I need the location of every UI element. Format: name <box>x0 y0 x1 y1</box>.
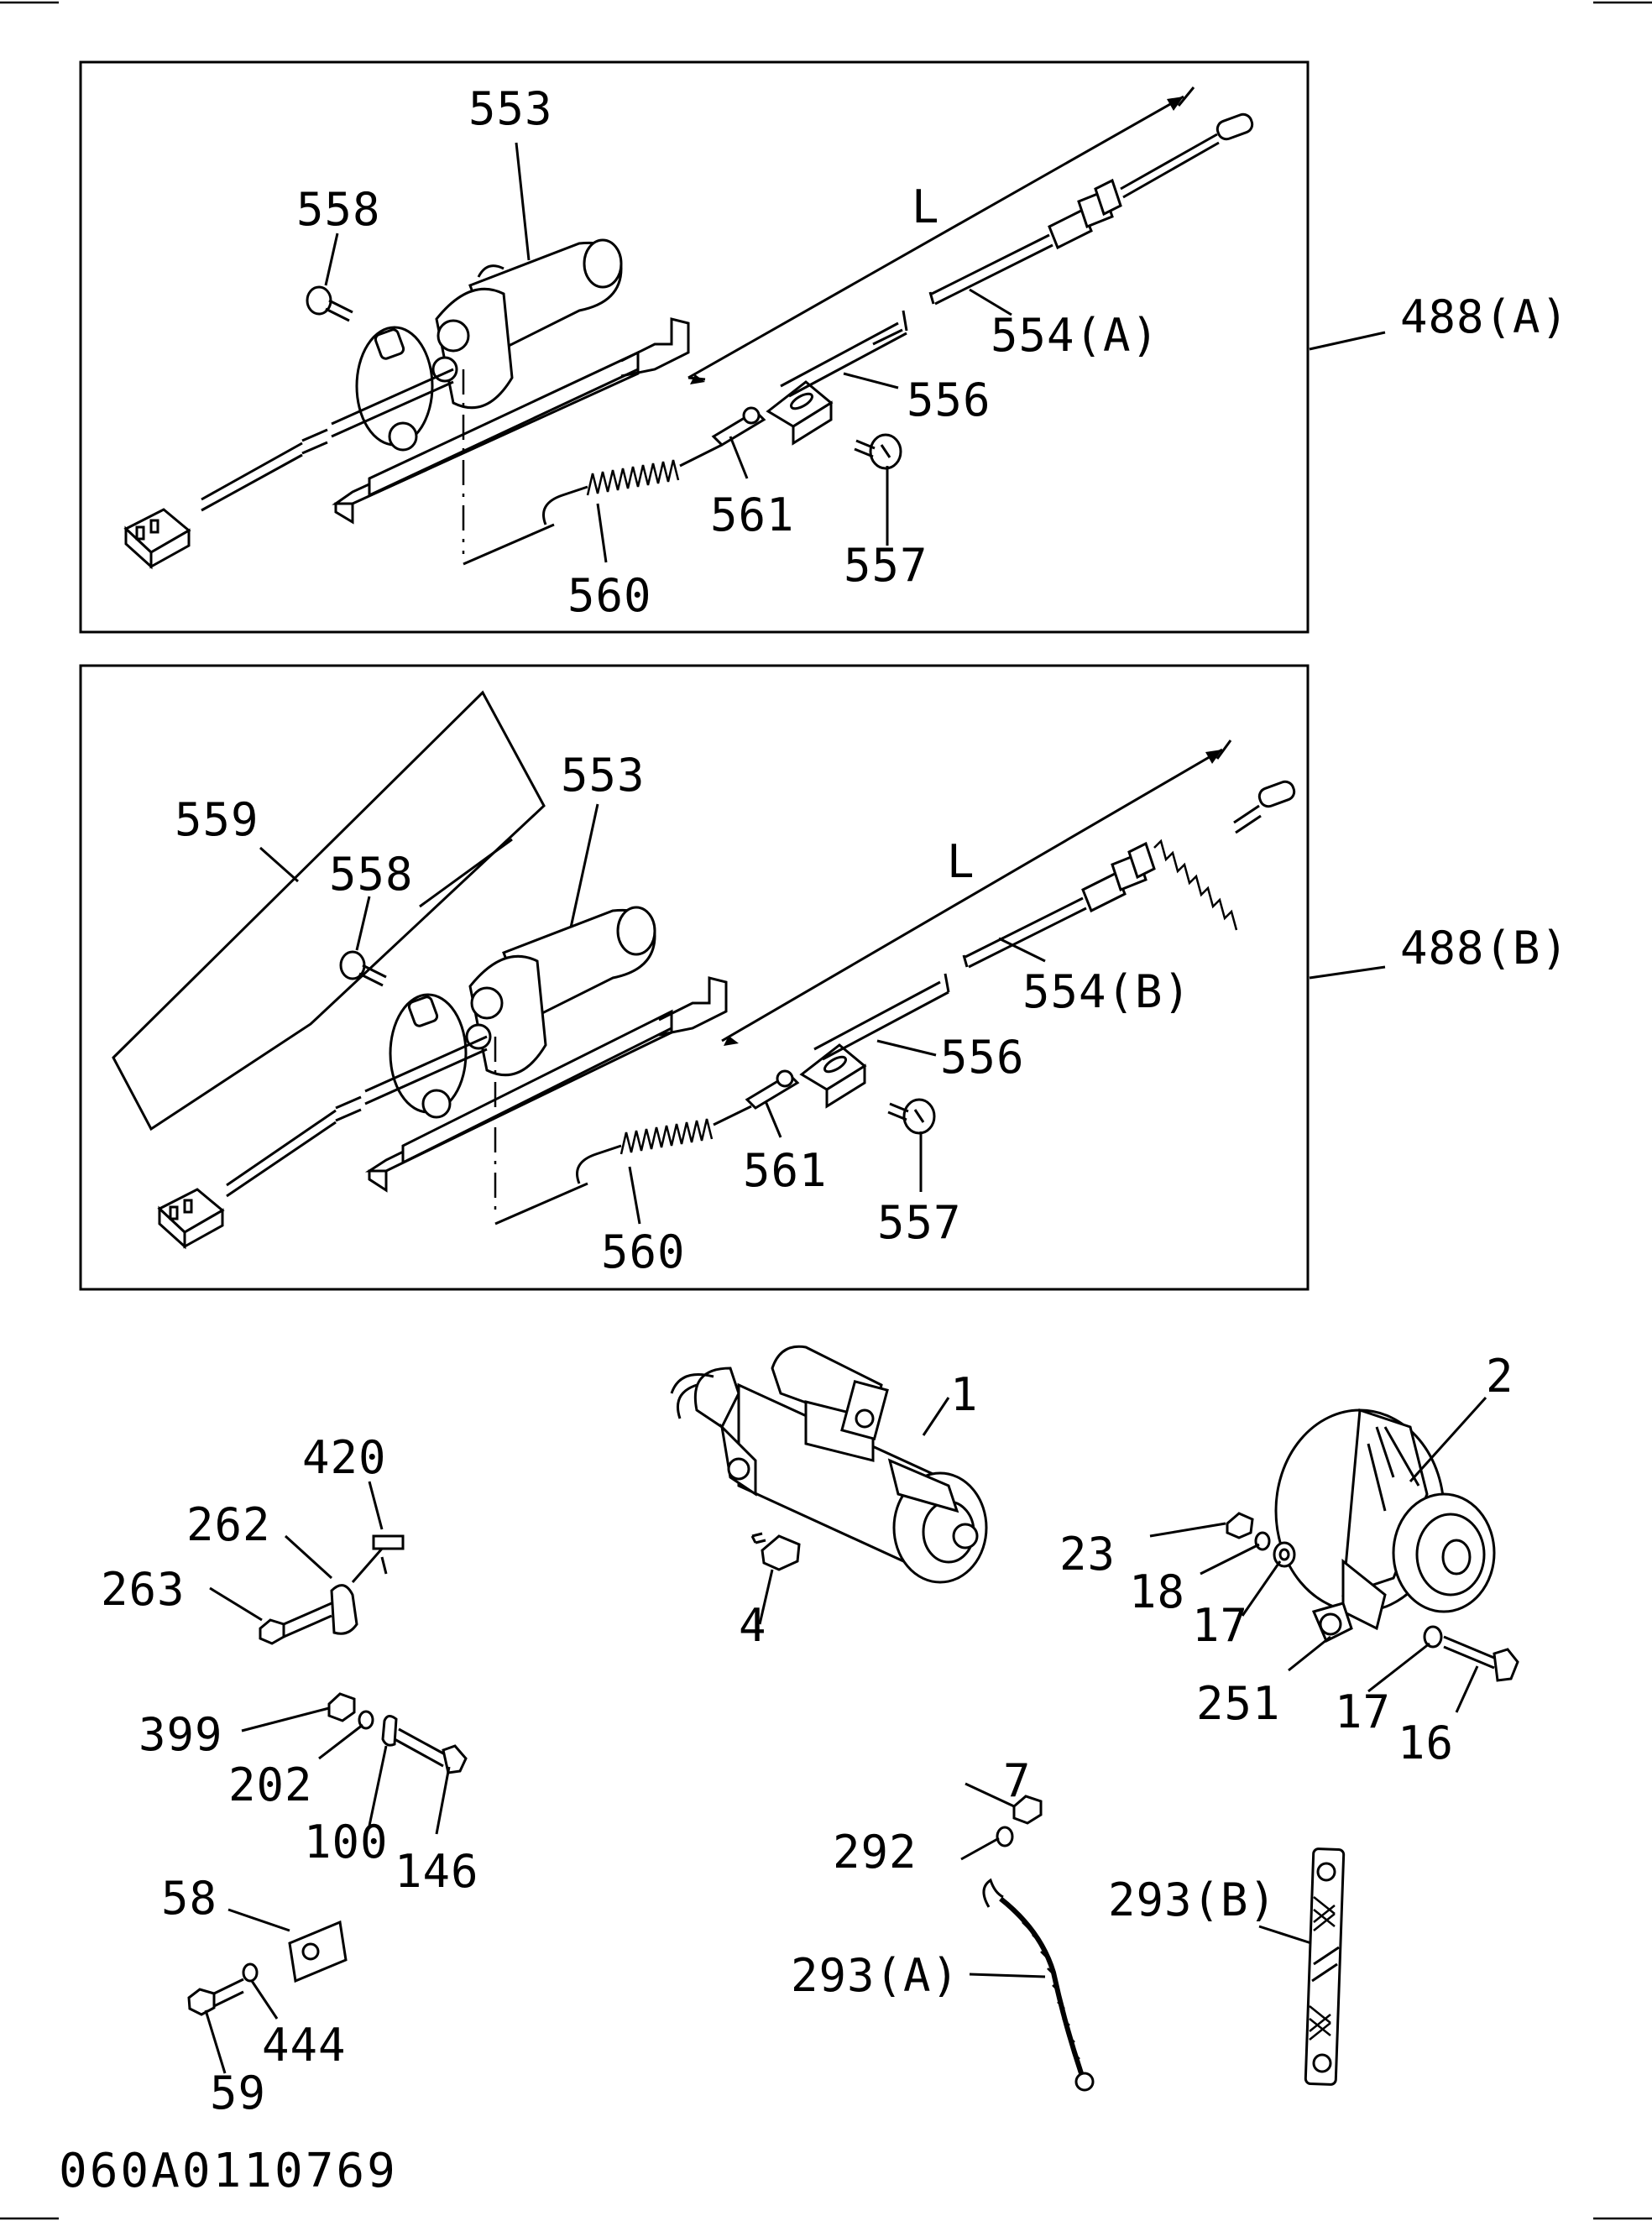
nut-399 <box>327 1692 356 1722</box>
callout-251: 251 <box>1196 1677 1281 1730</box>
callout-557: 557 <box>844 539 928 592</box>
callout-202: 202 <box>228 1759 313 1811</box>
assembly-488-a: 553 558 L 554(A) 488(A) 556 561 557 560 <box>79 60 1569 634</box>
spring-560-a <box>542 443 723 525</box>
plate-group-58 <box>187 1920 348 2016</box>
harness-a <box>123 368 454 570</box>
leaders-loose <box>204 1396 1487 2074</box>
callout-553-b: 553 <box>561 749 646 802</box>
spring-560-b <box>576 1105 752 1184</box>
callout-559: 559 <box>175 793 259 846</box>
washer-18 <box>1254 1531 1271 1551</box>
callout-488-a: 488(A) <box>1400 290 1569 343</box>
bolt-146 <box>394 1727 468 1774</box>
cable-554-b <box>721 739 1296 1061</box>
callout-23: 23 <box>1059 1528 1116 1581</box>
nut-23 <box>1226 1512 1254 1539</box>
callout-17: 17 <box>1192 1599 1248 1652</box>
callout-420: 420 <box>302 1431 387 1484</box>
washer-17-b <box>1423 1625 1443 1649</box>
drawing-code: 060A0110769 <box>59 2144 398 2198</box>
callout-557-b: 557 <box>877 1196 962 1249</box>
callout-554-b: 554(B) <box>1022 965 1191 1018</box>
washer-292 <box>996 1826 1014 1847</box>
callout-558-b: 558 <box>329 848 414 901</box>
callout-553: 553 <box>468 82 553 135</box>
bolt-4 <box>750 1532 801 1571</box>
callout-560-b: 560 <box>601 1225 686 1278</box>
alternator-2 <box>1274 1408 1496 1644</box>
starter-motor-1 <box>670 1345 988 1584</box>
callout-399: 399 <box>139 1708 223 1761</box>
clamp-262 <box>330 1584 358 1635</box>
leaders-a <box>324 142 1386 563</box>
tab-420 <box>372 1534 405 1550</box>
callout-293-b: 293(B) <box>1108 1873 1277 1926</box>
callout-262: 262 <box>186 1498 271 1551</box>
clip-group-100 <box>327 1692 468 1774</box>
alternator-hardware <box>1226 1512 1519 1682</box>
callout-2: 2 <box>1486 1350 1514 1403</box>
centerline-a <box>462 369 555 566</box>
washer-17 <box>1273 1541 1296 1568</box>
link-parts-b <box>745 1043 936 1135</box>
callout-4: 4 <box>739 1599 767 1652</box>
centerline-b <box>494 1037 588 1225</box>
callout-263: 263 <box>101 1563 186 1616</box>
clip-100 <box>381 1715 398 1747</box>
leaders-b <box>259 803 1386 1225</box>
callout-293-a: 293(A) <box>791 1949 959 2002</box>
ground-cable-293-a <box>982 1795 1095 2092</box>
callout-556-b: 556 <box>940 1031 1025 1084</box>
callout-444: 444 <box>262 2019 347 2072</box>
callout-561: 561 <box>710 489 795 541</box>
nut-7 <box>1012 1795 1043 1825</box>
callout-561-b: 561 <box>743 1144 828 1197</box>
callout-146: 146 <box>395 1845 479 1898</box>
callout-488-b: 488(B) <box>1400 922 1569 975</box>
callout-7: 7 <box>1003 1754 1032 1807</box>
assembly-488-a-frame <box>79 60 1310 634</box>
callout-554-a: 554(A) <box>991 309 1159 362</box>
bolt-558-a <box>306 285 353 322</box>
bolt-263 <box>259 1618 285 1645</box>
callout-560: 560 <box>567 569 652 622</box>
callout-1: 1 <box>950 1368 979 1421</box>
ground-strap-293-b <box>1304 1847 1346 2086</box>
bracket-a <box>332 317 690 525</box>
bracket-b <box>364 976 728 1193</box>
bolt-558-b <box>339 950 387 987</box>
callout-16: 16 <box>1398 1717 1454 1769</box>
assembly-488-b: 559 553 558 L 554(B) 488(B) 556 561 557 … <box>79 664 1569 1291</box>
callout-558: 558 <box>296 183 381 236</box>
callout-556: 556 <box>907 374 991 426</box>
callout-L: L <box>912 180 940 233</box>
cover-559-edge <box>419 838 513 908</box>
callout-292: 292 <box>833 1826 917 1879</box>
callout-59: 59 <box>210 2067 266 2119</box>
callout-100: 100 <box>304 1816 389 1868</box>
clamp-group-262 <box>259 1534 405 1645</box>
cover-559 <box>112 690 546 1131</box>
callout-17-b: 17 <box>1335 1685 1391 1738</box>
bolt-16 <box>1443 1635 1519 1682</box>
motor-553-a <box>355 238 623 452</box>
washer-444 <box>242 1962 259 1983</box>
link-parts-a <box>711 380 902 470</box>
callout-L-b: L <box>947 835 975 888</box>
assembly-488-b-frame <box>79 664 1310 1291</box>
callout-18: 18 <box>1129 1565 1185 1618</box>
washer-202 <box>358 1710 374 1730</box>
cable-554-a <box>687 86 1254 398</box>
callout-58: 58 <box>161 1872 217 1925</box>
harness-b <box>157 1035 488 1250</box>
bolt-59 <box>187 1978 244 2016</box>
